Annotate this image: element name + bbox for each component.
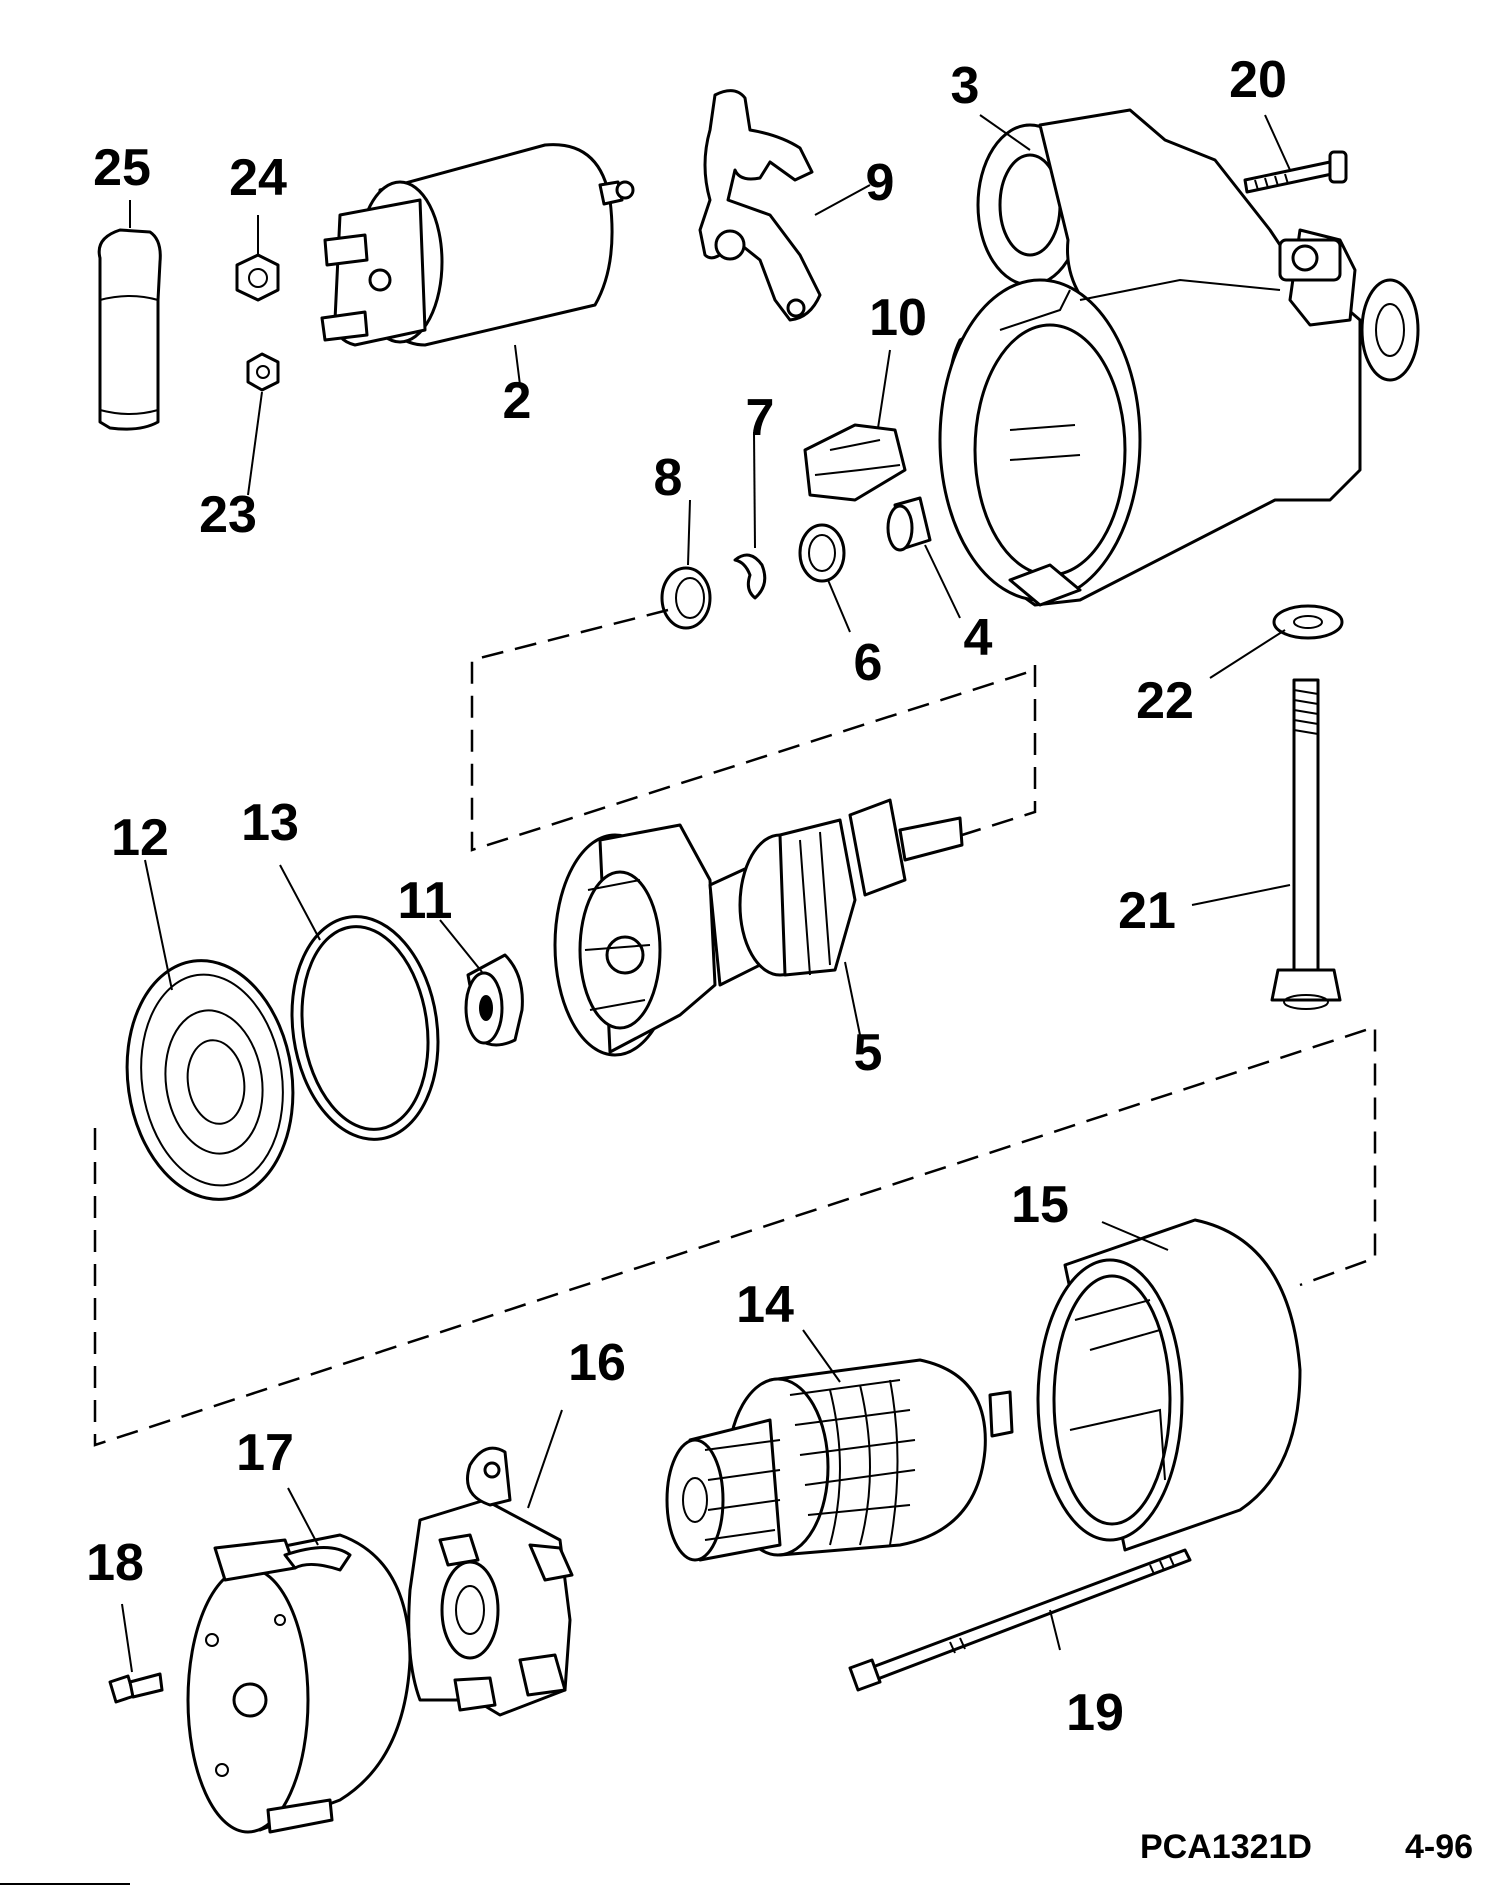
part-21-through-bolt xyxy=(1270,678,1342,1010)
part-24-nut xyxy=(235,253,280,302)
part-7-retainer xyxy=(733,553,767,600)
callout-19: 19 xyxy=(1066,1684,1124,1742)
callout-7: 7 xyxy=(746,389,775,447)
part-17-end-housing xyxy=(186,1533,412,1834)
callout-12: 12 xyxy=(111,809,169,867)
callout-13: 13 xyxy=(241,794,299,852)
part-10-brush-block xyxy=(803,423,907,502)
part-20-bolt xyxy=(1243,150,1348,194)
callout-16: 16 xyxy=(568,1334,626,1392)
callout-18: 18 xyxy=(86,1534,144,1592)
part-8-collar xyxy=(660,566,712,630)
callout-5: 5 xyxy=(854,1024,883,1082)
callout-10: 10 xyxy=(869,289,927,347)
footer: PCA1321D 4-96 xyxy=(0,1828,1473,1885)
part-18-screw xyxy=(108,1672,164,1704)
callout-11: 11 xyxy=(398,872,453,930)
part-2-solenoid xyxy=(320,143,635,347)
figure-date: 4-96 xyxy=(1405,1828,1473,1866)
part-25-terminal-boot xyxy=(97,228,162,431)
part-9-shift-fork xyxy=(698,89,822,322)
callout-3: 3 xyxy=(951,57,980,115)
callout-14: 14 xyxy=(736,1276,794,1334)
callout-15: 15 xyxy=(1011,1176,1069,1234)
figure-code: PCA1321D xyxy=(1140,1828,1312,1866)
callout-17: 17 xyxy=(236,1424,294,1482)
callout-24: 24 xyxy=(229,149,287,207)
part-19-through-bolt xyxy=(848,1548,1192,1692)
callout-23: 23 xyxy=(199,486,257,544)
callout-6: 6 xyxy=(854,634,883,692)
part-14-armature xyxy=(665,1358,1014,1562)
part-6-washer xyxy=(798,523,846,583)
callout-25: 25 xyxy=(93,139,151,197)
part-3-drive-housing xyxy=(938,108,1420,607)
part-12-end-cover xyxy=(125,959,295,1201)
leader-lines xyxy=(121,114,1291,1673)
part-15-field-frame xyxy=(1036,1218,1302,1552)
callout-9: 9 xyxy=(866,154,895,212)
callout-21: 21 xyxy=(1118,882,1176,940)
callout-20: 20 xyxy=(1229,51,1287,109)
callout-4: 4 xyxy=(964,609,993,667)
part-5-drive-assembly xyxy=(553,798,964,1057)
part-22-washer xyxy=(1272,604,1344,640)
part-23-nut xyxy=(246,352,280,392)
callout-8: 8 xyxy=(654,449,683,507)
callout-labels: 2 3 4 5 6 7 8 9 10 11 12 13 14 15 16 17 … xyxy=(86,51,1287,1742)
assembly-lines xyxy=(93,608,1377,1447)
callout-22: 22 xyxy=(1136,672,1194,730)
callout-2: 2 xyxy=(503,372,532,430)
part-16-brush-plate xyxy=(407,1446,574,1717)
part-11-gear xyxy=(464,953,524,1047)
part-13-o-ring xyxy=(290,915,440,1141)
part-4-bushing xyxy=(886,496,932,552)
